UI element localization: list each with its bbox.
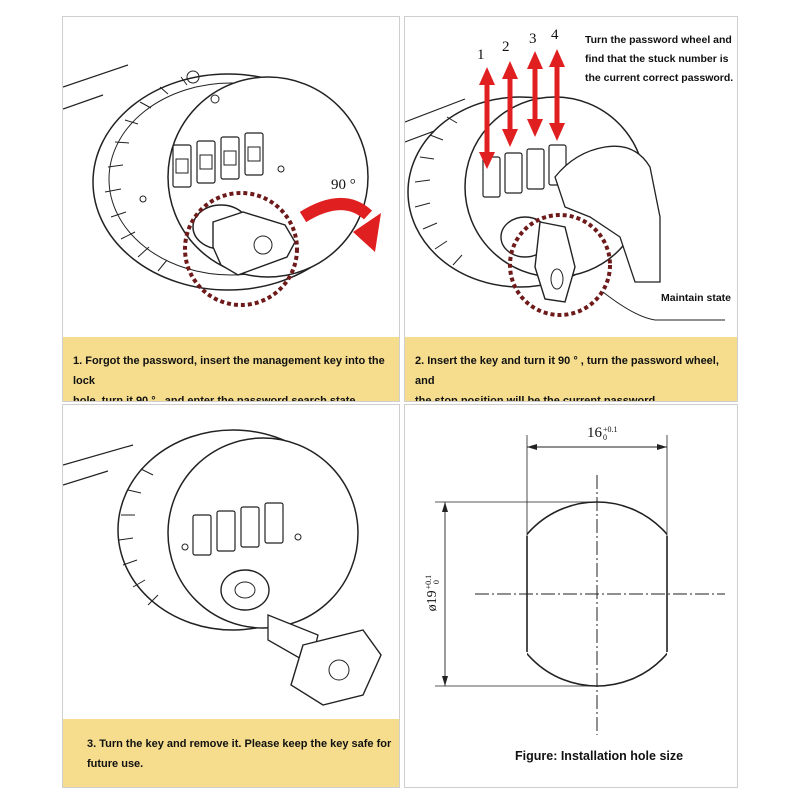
step-3-caption: 3. Turn the key and remove it. Please ke…: [63, 719, 399, 787]
step-1-caption-line-1: 1. Forgot the password, insert the manag…: [73, 355, 385, 387]
step-1-panel: 90 ° 1. Forgot the password, insert the …: [62, 16, 400, 402]
width-dimension-value: 16: [587, 425, 602, 441]
diameter-tolerance-lower: 0: [431, 580, 441, 585]
step-2-caption-line-1: 2. Insert the key and turn it 90 ° , tur…: [415, 355, 719, 387]
installation-hole-drawing: [435, 435, 725, 735]
maintain-state-label: Maintain state: [661, 292, 732, 304]
step-2-note-line-2: find that the stuck number is: [585, 53, 729, 65]
wheel-number-3: 3: [529, 31, 537, 47]
step-2-caption-line-2: the stop position will be the current pa…: [415, 395, 659, 402]
step-2-note-line-1: Turn the password wheel and: [585, 34, 732, 46]
step-3-illustration: [63, 429, 382, 706]
step-2-panel: 1 2 3 4 Turn the password wheel and find…: [404, 16, 738, 402]
step-1-caption-line-2: hole, turn it 90 ° , and enter the passw…: [73, 395, 359, 402]
step-1-caption: 1. Forgot the password, insert the manag…: [63, 337, 399, 402]
diameter-dimension-value: ø19: [425, 590, 441, 612]
step-3-panel: 3. Turn the key and remove it. Please ke…: [62, 404, 400, 788]
angle-label: 90 °: [331, 177, 356, 193]
installation-hole-caption: Figure: Installation hole size: [515, 749, 684, 763]
step-2-note: Turn the password wheel and find that th…: [585, 31, 735, 88]
step-2-caption: 2. Insert the key and turn it 90 ° , tur…: [405, 337, 737, 402]
step-3-caption-line-2: future use.: [87, 758, 144, 770]
width-tolerance-upper: +0.1: [603, 424, 618, 434]
wheel-number-1: 1: [477, 47, 485, 63]
step-2-note-line-3: the current correct password.: [585, 72, 734, 84]
step-2-illustration: [405, 49, 725, 321]
wheel-number-2: 2: [502, 39, 510, 55]
wheel-number-4: 4: [551, 27, 559, 43]
step-3-caption-line-1: 3. Turn the key and remove it. Please ke…: [87, 738, 392, 750]
width-tolerance-lower: 0: [603, 432, 607, 442]
step-1-illustration: [63, 64, 381, 307]
